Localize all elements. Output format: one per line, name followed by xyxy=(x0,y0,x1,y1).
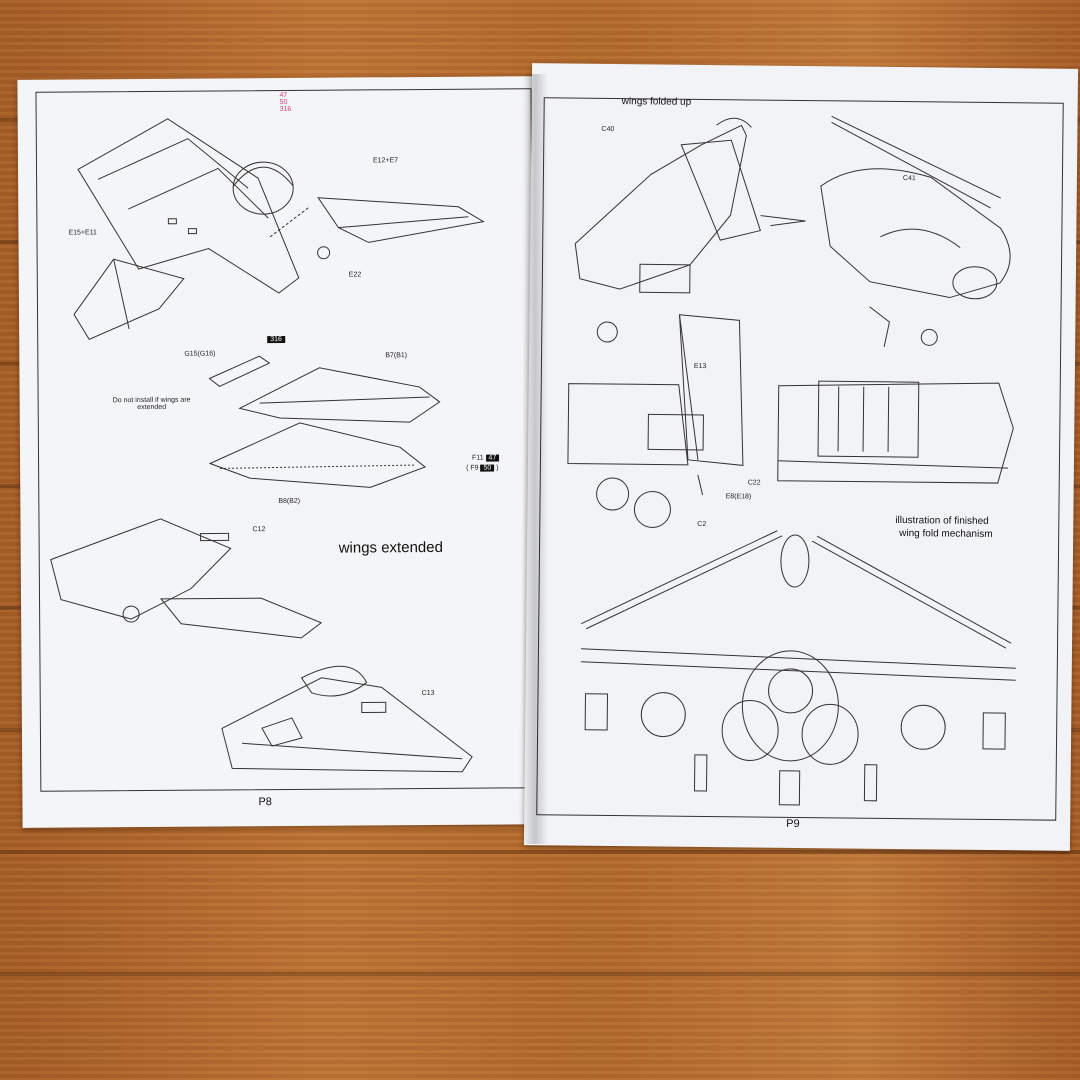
label-b7-b1: B7(B1) xyxy=(385,352,408,360)
label-g15-g16: G15(G16) xyxy=(184,350,216,358)
assembly-drawings-left xyxy=(50,118,485,773)
caption-line-1: illustration of finished xyxy=(895,514,989,527)
label-b8-b2: B8(B2) xyxy=(278,497,301,506)
label-c2: C2 xyxy=(697,520,707,529)
badge-50: 50 xyxy=(480,464,495,472)
page-number-right: P9 xyxy=(786,817,800,831)
note-do-not-install: Do not install if wings are extended xyxy=(112,396,191,412)
heading-wings-extended: wings extended xyxy=(338,538,443,557)
instruction-page-left: 47 50 316 xyxy=(17,76,551,828)
label-c22: C22 xyxy=(747,479,761,487)
label-c12: C12 xyxy=(252,526,266,534)
label-c41: C41 xyxy=(902,175,916,183)
page-number-left: P8 xyxy=(258,796,272,809)
label-c40: C40 xyxy=(601,125,615,134)
assembly-drawings-right xyxy=(567,115,1016,806)
booklet-spine-shadow xyxy=(522,74,548,844)
label-e12-e7: E12+E7 xyxy=(372,157,399,165)
badge-47: 47 xyxy=(485,454,500,462)
label-e13: E13 xyxy=(693,362,707,371)
caption-line-2: wing fold mechanism xyxy=(899,528,993,541)
label-e8-e18: E8(E18) xyxy=(725,493,752,501)
heading-wings-folded-up: wings folded up xyxy=(621,96,692,108)
label-f11: F11 47 xyxy=(472,454,500,462)
badge-316: 316 xyxy=(267,335,285,344)
instruction-page-right: wings folded up C40 C41 E13 C22 E8(E18) … xyxy=(523,63,1079,851)
label-e15-e11: E15+E11 xyxy=(68,229,97,237)
label-e22: E22 xyxy=(348,271,362,279)
label-f9: ( F9 50 ) xyxy=(466,464,499,472)
label-c13: C13 xyxy=(421,689,435,698)
